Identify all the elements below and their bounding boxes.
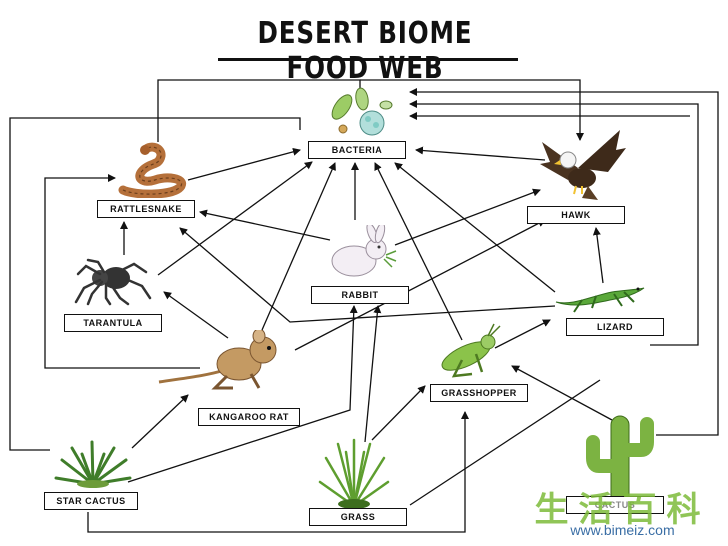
star-cactus-illustration xyxy=(54,440,132,488)
grasshopper-illustration xyxy=(441,323,501,378)
cactus-illustration xyxy=(586,415,654,505)
label-star-cactus: STAR CACTUS xyxy=(44,492,138,510)
arrow-kangaroorat-rattlesnake xyxy=(44,174,200,369)
label-grasshopper: GRASSHOPPER xyxy=(430,384,528,402)
bacteria-illustration xyxy=(331,87,393,136)
arrow-lizard-hawk xyxy=(592,227,604,284)
arrow-lizard-rattlesnake xyxy=(179,227,556,323)
arrow-hawk-bacteria xyxy=(415,146,546,161)
arrow-right-outer-bacteria xyxy=(409,88,719,436)
label-rabbit: RABBIT xyxy=(311,286,409,304)
diagram-title: DESERT BIOME FOOD WEB xyxy=(257,16,473,86)
label-tarantula: TARANTULA xyxy=(64,314,162,332)
tarantula-illustration xyxy=(74,258,152,306)
arrow-grass-grasshopper xyxy=(371,385,426,441)
arrow-grasshopper-lizard xyxy=(494,319,551,349)
arrow-rattlesnake-top-bacteria xyxy=(157,79,361,142)
rattlesnake-illustration xyxy=(118,142,187,198)
arrow-bacteria-hawk-loop xyxy=(360,79,584,141)
arrow-grass-rabbit xyxy=(364,305,382,443)
arrow-tarantula-bacteria xyxy=(157,161,313,276)
label-rattlesnake: RATTLESNAKE xyxy=(97,200,195,218)
label-bacteria: BACTERIA xyxy=(308,141,406,159)
lizard-illustration xyxy=(555,287,645,313)
arrow-lizard-bacteria xyxy=(394,162,556,293)
arrow-kangaroorat-hawk xyxy=(294,219,546,351)
grass-illustration xyxy=(318,438,390,509)
arrow-cactus-grasshopper xyxy=(511,365,613,421)
arrow-starcactus-rabbit xyxy=(127,305,358,483)
kangaroo-rat-illustration xyxy=(158,330,277,390)
watermark: 生活百科 www.bimeiz.com xyxy=(520,482,725,542)
label-kangaroo-rat: KANGAROO RAT xyxy=(198,408,300,426)
arrow-kangaroorat-bacteria xyxy=(261,162,336,331)
arrow-rattlesnake-bacteria xyxy=(187,147,301,181)
arrow-right-inner-bacteria xyxy=(409,100,699,346)
label-grass: GRASS xyxy=(309,508,407,526)
label-lizard: LIZARD xyxy=(566,318,664,336)
watermark-url: www.bimeiz.com xyxy=(570,522,675,538)
arrow-starcactus-kangaroorat xyxy=(131,394,189,449)
arrow-rabbit-rattlesnake xyxy=(199,209,331,241)
label-cactus: CACTUS xyxy=(566,496,664,514)
arrow-kangaroorat-tarantula xyxy=(163,291,229,339)
title-underline xyxy=(218,58,518,61)
label-hawk: HAWK xyxy=(527,206,625,224)
arrow-cactus-grass-diagonal xyxy=(409,379,601,506)
watermark-chinese: 生活百科 xyxy=(534,490,711,530)
arrow-grasshopper-bacteria xyxy=(374,162,463,341)
arrow-starcactus-grasshopper xyxy=(87,411,469,533)
hawk-illustration xyxy=(540,130,626,200)
rabbit-illustration xyxy=(331,225,397,277)
arrow-left-outer-bacteria xyxy=(9,117,301,451)
arrow-rabbit-hawk xyxy=(394,188,541,246)
